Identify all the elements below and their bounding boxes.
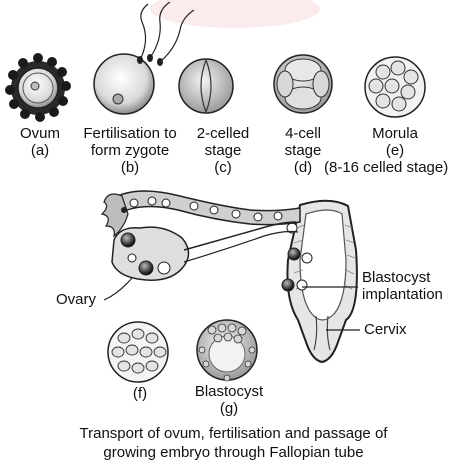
label-morula-note: (8-16 celled stage)	[324, 160, 448, 176]
label-fertilisation-2: form zygote	[91, 143, 169, 159]
label-f: (f)	[133, 386, 147, 402]
label-blastocyst-implantation-2: implantation	[362, 287, 443, 303]
zygote-figure	[94, 2, 194, 114]
label-2-celled-1: 2-celled	[197, 126, 250, 142]
ovum-figure	[5, 53, 71, 122]
label-2-celled-2: stage	[205, 143, 242, 159]
label-g: (g)	[220, 401, 238, 417]
ovary-leader-line	[104, 278, 132, 300]
four-cell-figure	[274, 55, 332, 113]
label-b: (b)	[121, 160, 139, 176]
morula-figure	[365, 57, 425, 117]
label-4-cell-2: stage	[285, 143, 322, 159]
label-d: (d)	[294, 160, 312, 176]
label-c: (c)	[214, 160, 232, 176]
label-e: (e)	[386, 143, 404, 159]
label-cervix: Cervix	[364, 322, 407, 338]
blastocyst-figure	[197, 320, 257, 381]
label-fertilisation-1: Fertilisation to	[83, 126, 176, 142]
two-cell-figure	[179, 59, 233, 113]
caption-line-2: growing embryo through Fallopian tube	[0, 443, 467, 463]
label-blastocyst-g: Blastocyst	[195, 384, 263, 400]
label-a: (a)	[31, 143, 49, 159]
label-morula: Morula	[372, 126, 418, 142]
ovary-figure	[112, 222, 298, 280]
label-ovum: Ovum	[20, 126, 60, 142]
morula-f-figure	[108, 322, 168, 382]
caption-line-1: Transport of ovum, fertilisation and pas…	[0, 424, 467, 444]
label-4-cell-1: 4-cell	[285, 126, 321, 142]
label-ovary: Ovary	[56, 292, 96, 308]
uterus-figure	[282, 201, 357, 362]
label-blastocyst-implantation-1: Blastocyst	[362, 270, 430, 286]
